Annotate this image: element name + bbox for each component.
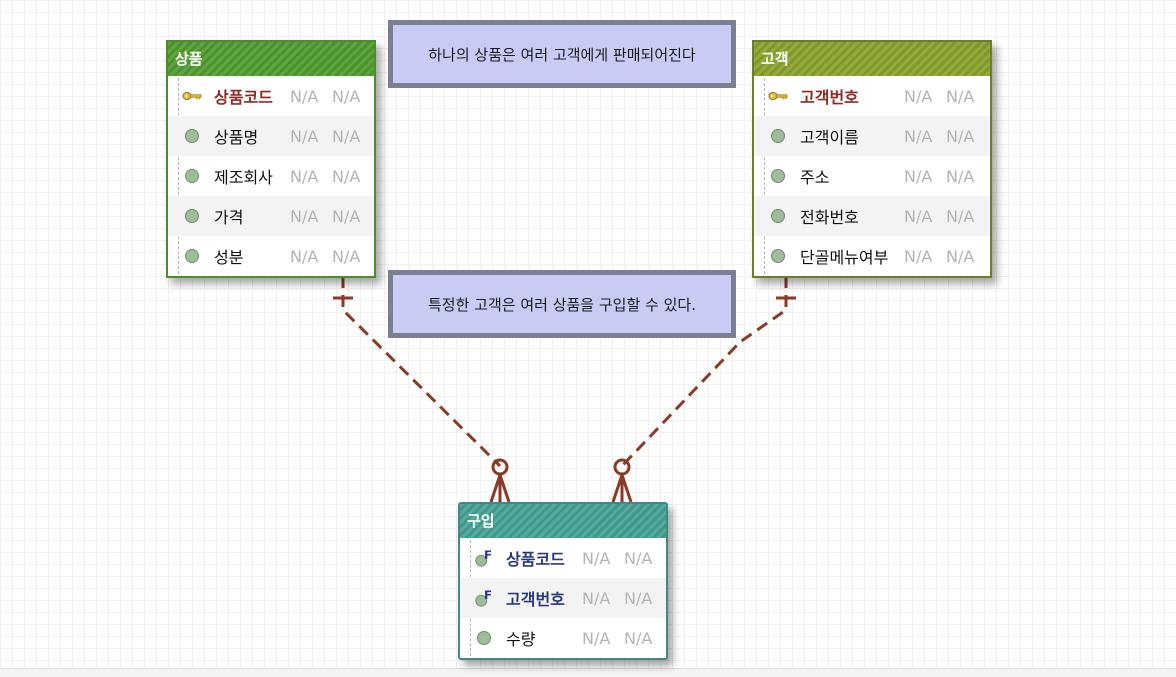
attribute-row[interactable]: 상품명 N/A N/A — [168, 116, 374, 156]
attribute-default: N/A — [332, 126, 361, 146]
attribute-row[interactable]: 성분 N/A N/A — [168, 236, 374, 276]
attribute-name: 주소 — [800, 168, 830, 187]
note-text: 특정한 고객은 여러 상품을 구입할 수 있다. — [428, 295, 696, 314]
attribute-name: 고객번호 — [800, 88, 859, 107]
attribute-type: N/A — [904, 246, 933, 266]
attribute-default: N/A — [946, 126, 975, 146]
attribute-default: N/A — [946, 166, 975, 186]
relationship-customer-purchase — [620, 276, 788, 468]
attribute-type: N/A — [582, 628, 611, 648]
attribute-name: 단골메뉴여부 — [800, 248, 889, 267]
attribute-default: N/A — [332, 166, 361, 186]
attribute-default: N/A — [946, 206, 975, 226]
entity-title[interactable]: 구입 — [460, 504, 666, 538]
attribute-type: N/A — [290, 86, 319, 106]
attribute-name: 전화번호 — [800, 208, 859, 227]
attribute-icon — [182, 206, 202, 226]
attribute-name: 고객이름 — [800, 128, 859, 147]
attribute-row[interactable]: F 고객번호 N/A N/A — [460, 578, 666, 618]
attribute-name: 성분 — [214, 248, 244, 267]
attribute-name: 수량 — [506, 630, 536, 649]
attribute-icon — [768, 126, 788, 146]
entity-title[interactable]: 고객 — [754, 42, 990, 76]
attribute-icon — [768, 246, 788, 266]
foreign-key-icon: F — [474, 548, 494, 568]
attribute-icon — [182, 166, 202, 186]
entity-purchase[interactable]: 구입 F 상품코드 N/A N/A F 고객번호 N/A N/A 수량 N/A … — [458, 502, 668, 660]
attribute-name: 상품명 — [214, 128, 259, 147]
attribute-row[interactable]: 주소 N/A N/A — [754, 156, 990, 196]
attribute-default: N/A — [946, 86, 975, 106]
relationship-product-purchase — [341, 276, 502, 468]
attribute-name: 상품코드 — [506, 550, 565, 569]
attribute-default: N/A — [624, 588, 653, 608]
attribute-type: N/A — [904, 126, 933, 146]
attribute-type: N/A — [582, 548, 611, 568]
entity-customer[interactable]: 고객 고객번호 N/A N/A 고객이름 N/A N/A 주소 N/A N/A … — [752, 40, 992, 278]
svg-text:F: F — [484, 588, 492, 602]
attribute-icon — [768, 206, 788, 226]
attribute-type: N/A — [582, 588, 611, 608]
attribute-type: N/A — [290, 166, 319, 186]
note-text: 하나의 상품은 여러 고객에게 판매되어진다 — [428, 45, 696, 64]
attribute-default: N/A — [332, 86, 361, 106]
many-marker-product — [489, 474, 511, 503]
attribute-type: N/A — [904, 166, 933, 186]
attribute-default: N/A — [624, 628, 653, 648]
entity-title[interactable]: 상품 — [168, 42, 374, 76]
note-product-sold[interactable]: 하나의 상품은 여러 고객에게 판매되어진다 — [388, 20, 736, 88]
attribute-type: N/A — [290, 126, 319, 146]
attribute-row[interactable]: 수량 N/A N/A — [460, 618, 666, 658]
attribute-row[interactable]: 단골메뉴여부 N/A N/A — [754, 236, 990, 276]
attribute-type: N/A — [290, 246, 319, 266]
attribute-row[interactable]: 고객번호 N/A N/A — [754, 76, 990, 116]
attribute-icon — [182, 246, 202, 266]
attribute-default: N/A — [332, 246, 361, 266]
attribute-icon — [474, 628, 494, 648]
attribute-type: N/A — [904, 206, 933, 226]
canvas-bottom-edge — [0, 668, 1176, 677]
attribute-type: N/A — [904, 86, 933, 106]
primary-key-icon — [182, 86, 202, 106]
attribute-row[interactable]: F 상품코드 N/A N/A — [460, 538, 666, 578]
attribute-type: N/A — [290, 206, 319, 226]
attribute-row[interactable]: 가격 N/A N/A — [168, 196, 374, 236]
svg-text:F: F — [484, 548, 492, 562]
attribute-row[interactable]: 상품코드 N/A N/A — [168, 76, 374, 116]
zero-marker-product — [491, 458, 509, 476]
attribute-row[interactable]: 전화번호 N/A N/A — [754, 196, 990, 236]
attribute-icon — [768, 166, 788, 186]
attribute-icon — [182, 126, 202, 146]
many-marker-customer — [611, 474, 633, 503]
attribute-default: N/A — [624, 548, 653, 568]
primary-key-icon — [768, 86, 788, 106]
entity-product[interactable]: 상품 상품코드 N/A N/A 상품명 N/A N/A 제조회사 N/A N/A… — [166, 40, 376, 278]
attribute-row[interactable]: 고객이름 N/A N/A — [754, 116, 990, 156]
attribute-default: N/A — [946, 246, 975, 266]
attribute-name: 고객번호 — [506, 590, 565, 609]
foreign-key-icon: F — [474, 588, 494, 608]
note-customer-purchases[interactable]: 특정한 고객은 여러 상품을 구입할 수 있다. — [388, 270, 736, 338]
attribute-name: 제조회사 — [214, 168, 273, 187]
attribute-default: N/A — [332, 206, 361, 226]
zero-marker-customer — [613, 458, 631, 476]
attribute-name: 상품코드 — [214, 88, 273, 107]
attribute-name: 가격 — [214, 208, 244, 227]
attribute-row[interactable]: 제조회사 N/A N/A — [168, 156, 374, 196]
